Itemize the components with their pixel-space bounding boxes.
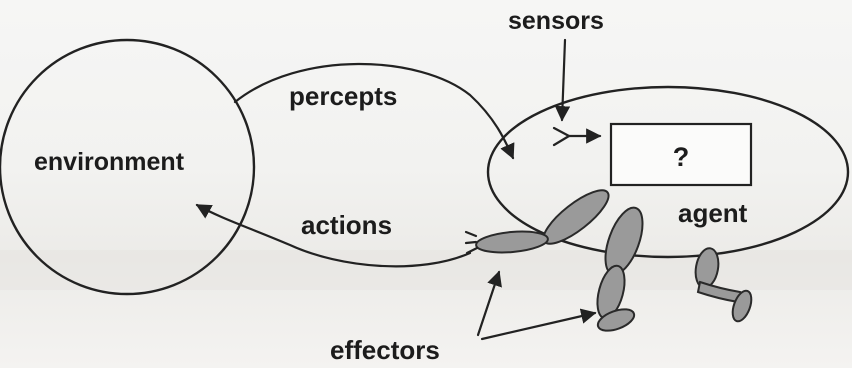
effectors-arrow-to-foot — [480, 308, 597, 341]
sensor-eye-icon — [552, 126, 602, 147]
actions-arrow — [195, 203, 472, 268]
percepts-arrow — [233, 62, 515, 160]
background-bleed-through — [0, 250, 852, 290]
sensors-arrow — [554, 38, 571, 122]
sensors-label: sensors — [508, 7, 604, 35]
environment-label: environment — [34, 148, 185, 176]
effectors-label: effectors — [330, 335, 440, 365]
agent-program-unknown-label: ? — [673, 142, 690, 172]
percepts-label: percepts — [289, 81, 397, 111]
agent-label: agent — [678, 198, 748, 228]
agent-program-box — [609, 122, 753, 187]
effector-limbs — [464, 189, 753, 332]
environment-circle — [0, 38, 256, 296]
actions-label: actions — [301, 210, 392, 240]
effectors-arrow-to-hand — [476, 270, 502, 337]
agent-ellipse — [486, 85, 850, 259]
